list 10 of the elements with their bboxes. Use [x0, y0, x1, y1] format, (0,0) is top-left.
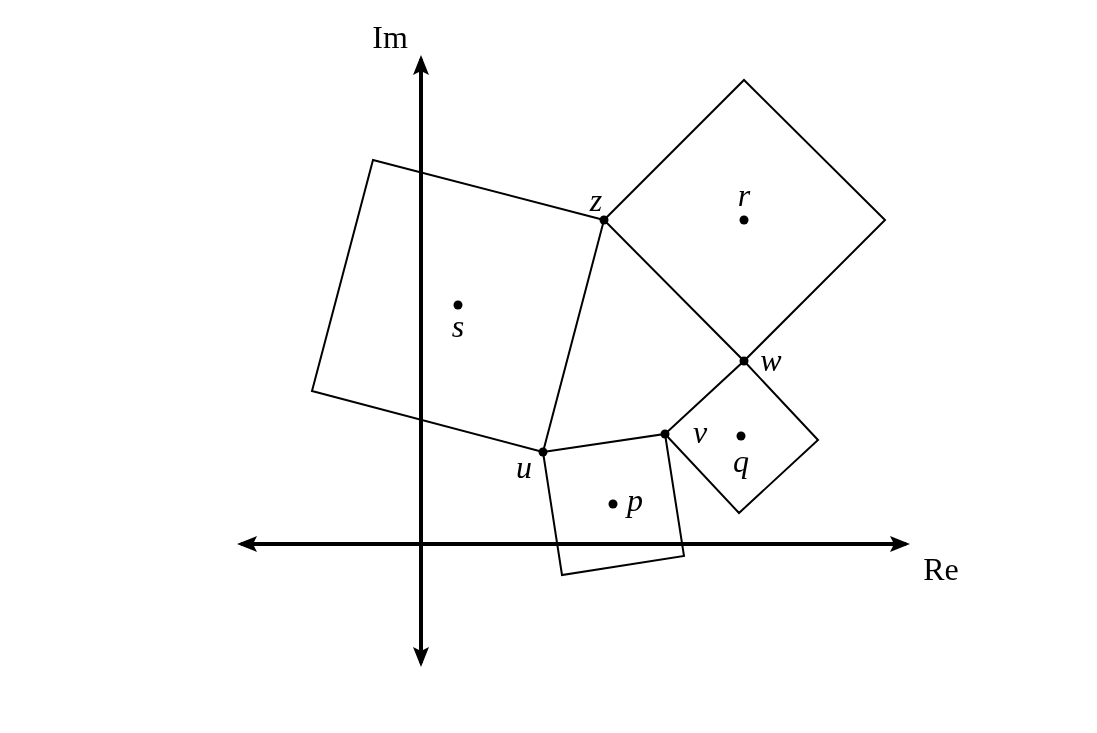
- point-label: p: [627, 484, 643, 516]
- axis-label: Im: [372, 21, 408, 53]
- point-label: z: [589, 184, 603, 216]
- point-label: v: [692, 416, 708, 448]
- point-label: w: [760, 344, 782, 376]
- axis-label: Re: [923, 553, 959, 585]
- point-label: u: [516, 451, 532, 483]
- point-label: s: [451, 310, 465, 342]
- point-label: r: [737, 179, 751, 211]
- point-label: q: [733, 445, 749, 477]
